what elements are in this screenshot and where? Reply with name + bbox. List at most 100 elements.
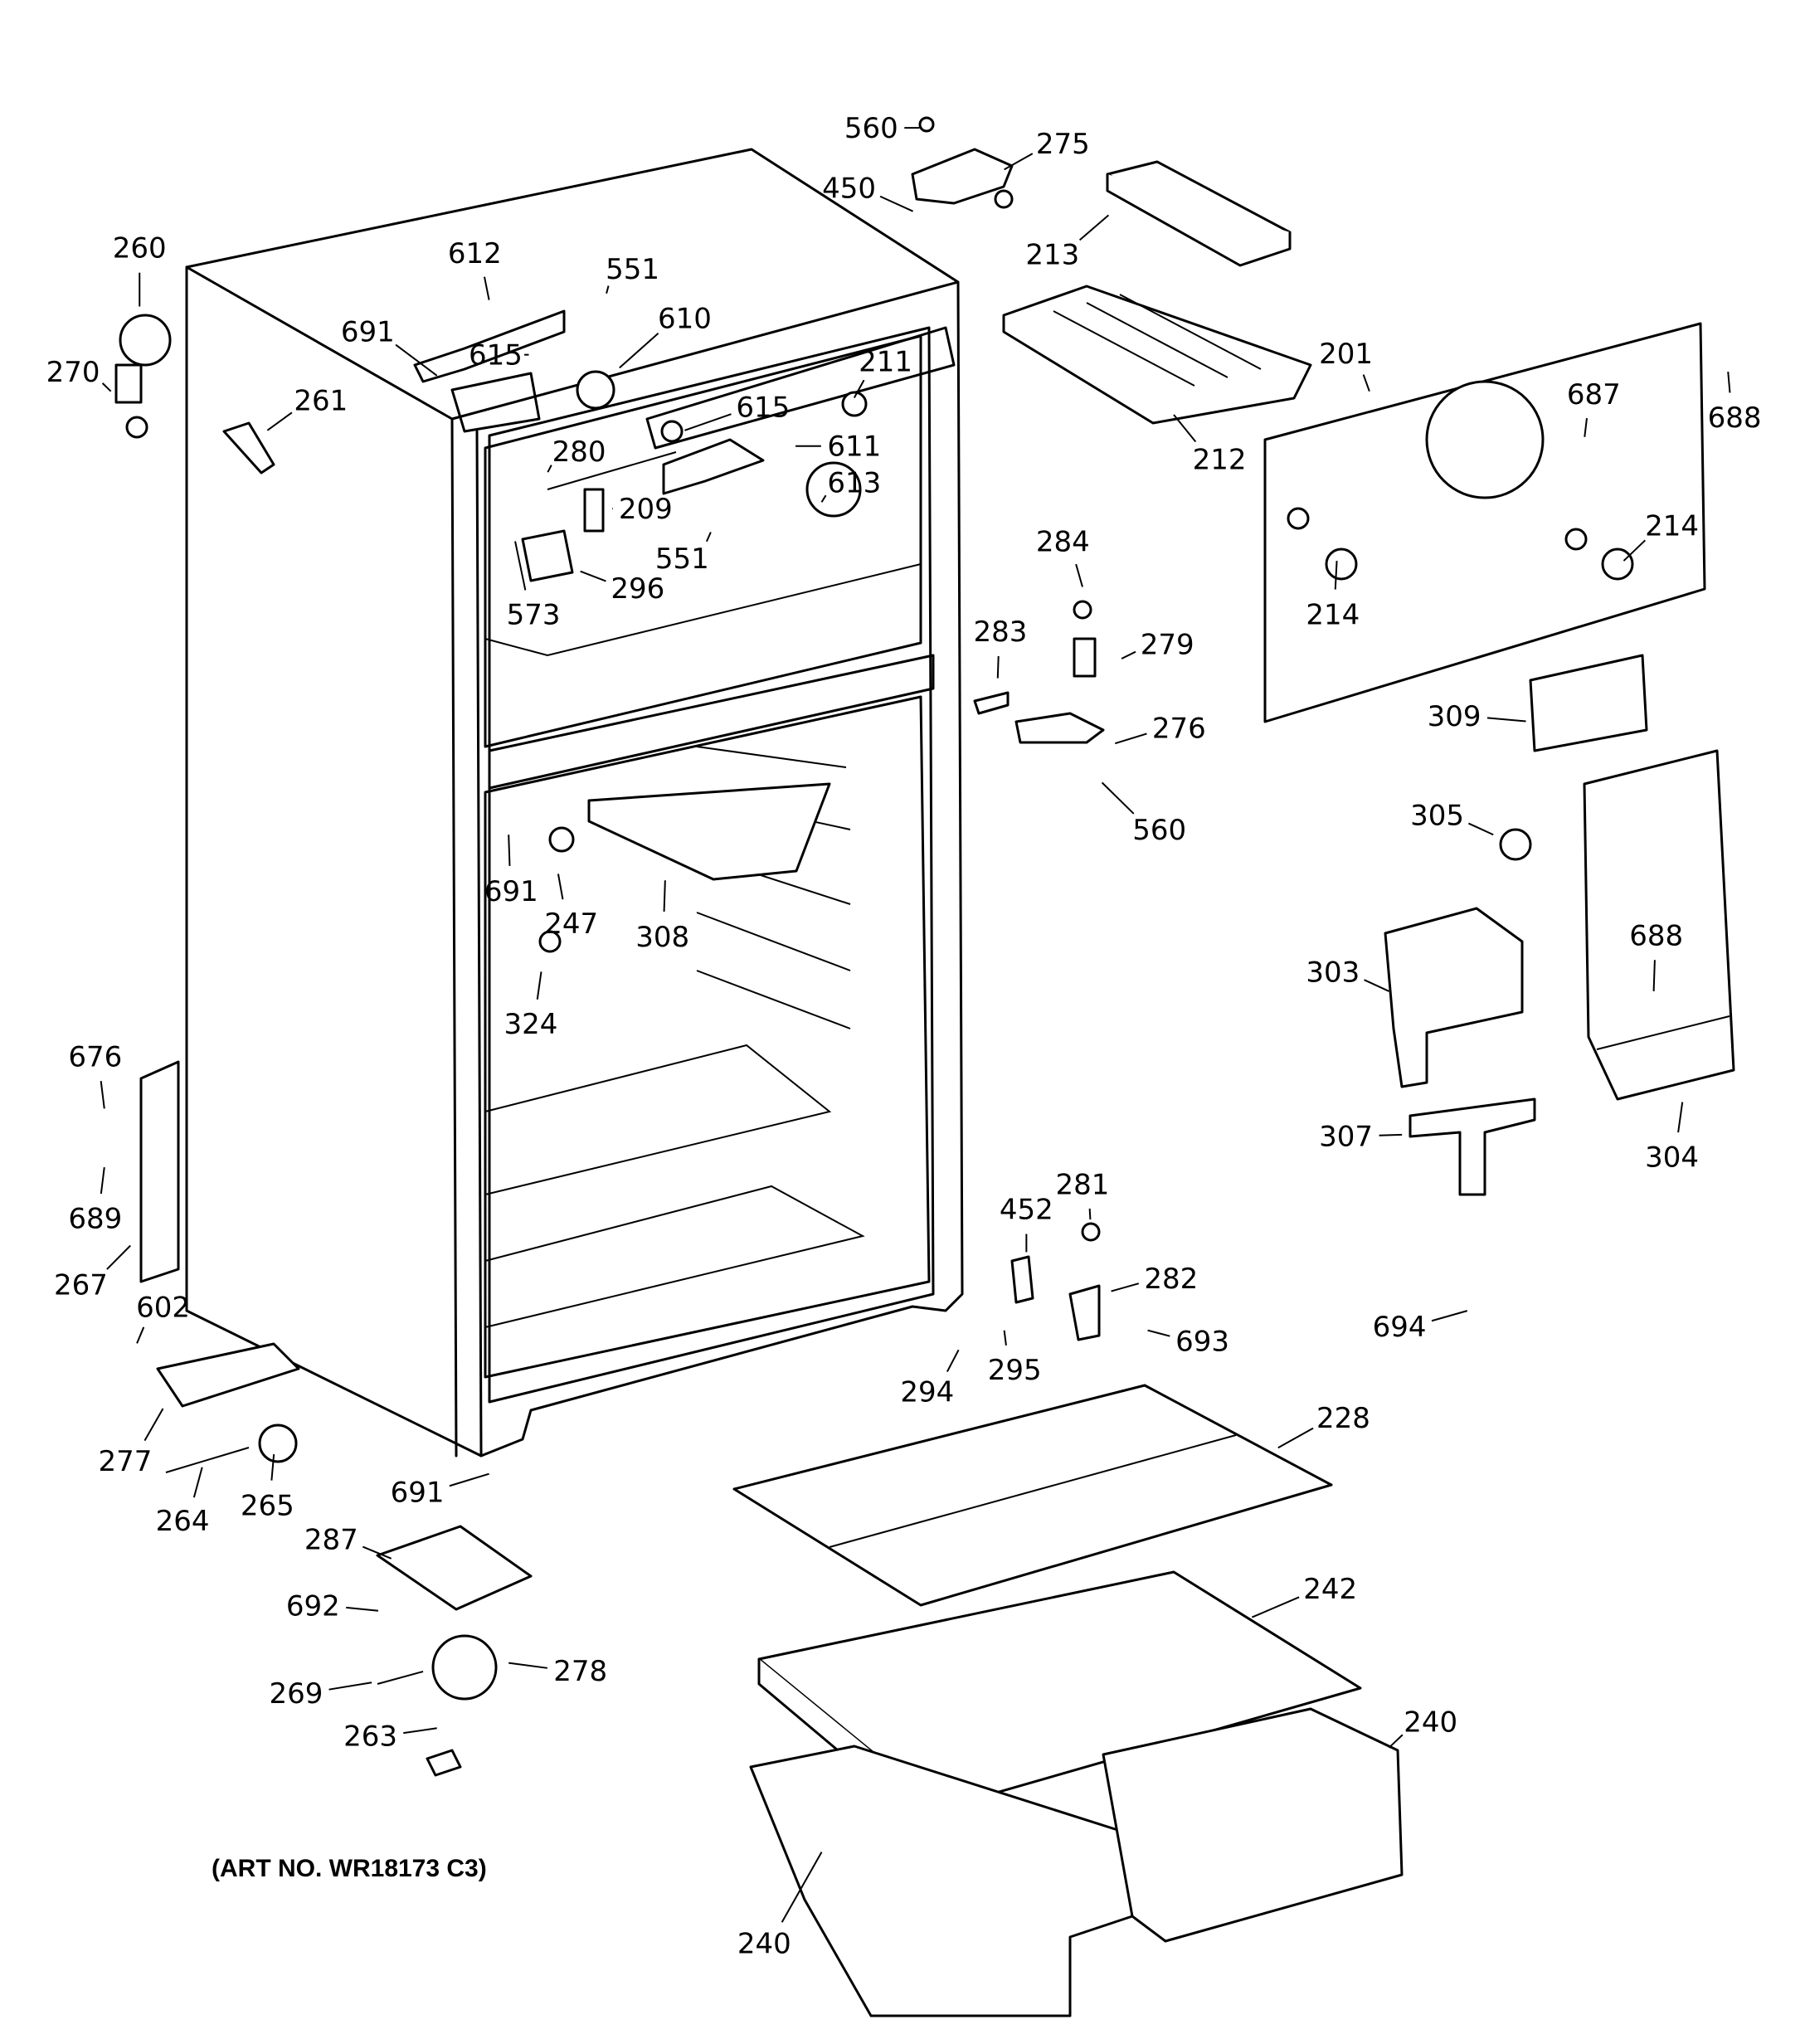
part-label-279: 279 xyxy=(1141,629,1194,662)
part-label-295: 295 xyxy=(988,1354,1042,1387)
leader-line-693 xyxy=(1147,1329,1170,1337)
leader-line-279 xyxy=(1121,650,1136,659)
part-label-551b: 551 xyxy=(655,543,709,576)
leader-line-691c xyxy=(449,1472,489,1487)
part-label-305: 305 xyxy=(1410,800,1464,833)
part-label-214a: 214 xyxy=(1306,599,1360,632)
leader-line-296 xyxy=(580,570,606,582)
leader-lines xyxy=(100,127,1731,1923)
part-label-209: 209 xyxy=(619,493,673,526)
leader-line-694 xyxy=(1431,1310,1468,1322)
light-housing xyxy=(1384,907,1524,1088)
leader-line-213 xyxy=(1078,214,1110,241)
leader-line-613 xyxy=(820,494,827,503)
part-label-281: 281 xyxy=(1056,1169,1110,1202)
part-label-260: 260 xyxy=(113,232,167,265)
leader-line-560b xyxy=(1101,781,1135,815)
leader-line-283 xyxy=(996,655,1000,679)
part-label-452: 452 xyxy=(1000,1193,1053,1226)
part-label-278: 278 xyxy=(553,1655,607,1688)
leader-line-551b xyxy=(705,532,712,543)
part-label-265: 265 xyxy=(241,1489,294,1522)
leader-line-212 xyxy=(1173,414,1197,443)
leader-line-284 xyxy=(1075,563,1083,587)
part-label-688b: 688 xyxy=(1629,919,1683,952)
part-label-610: 610 xyxy=(658,303,712,336)
leader-line-275 xyxy=(1004,153,1034,171)
label-309-part xyxy=(1529,654,1648,752)
part-label-275: 275 xyxy=(1036,128,1090,161)
part-label-284: 284 xyxy=(1036,525,1090,558)
left-small-parts xyxy=(114,314,533,1777)
part-label-615b: 615 xyxy=(736,392,790,425)
part-label-692: 692 xyxy=(286,1589,340,1623)
part-label-450: 450 xyxy=(822,172,876,205)
part-label-694: 694 xyxy=(1373,1311,1427,1344)
thermostat-knob xyxy=(1499,828,1532,861)
leader-line-240b xyxy=(1388,1734,1404,1749)
leader-line-308 xyxy=(663,880,666,912)
part-label-264: 264 xyxy=(156,1505,210,1538)
leader-line-676 xyxy=(100,1080,105,1109)
part-label-240a: 240 xyxy=(737,1928,791,1961)
leader-line-573 xyxy=(514,541,527,591)
leader-line-691b xyxy=(508,835,511,866)
part-label-283: 283 xyxy=(973,616,1027,649)
leader-line-281 xyxy=(1088,1208,1092,1220)
part-label-687: 687 xyxy=(1567,378,1621,411)
leader-line-270 xyxy=(101,382,112,392)
leader-line-688b xyxy=(1652,960,1656,991)
part-label-261: 261 xyxy=(294,385,348,418)
leader-line-228 xyxy=(1277,1427,1314,1449)
part-label-611: 611 xyxy=(827,431,881,464)
leader-line-240a xyxy=(781,1852,823,1923)
drawing-artwork xyxy=(114,116,1735,2017)
leader-line-201 xyxy=(1362,374,1370,392)
leader-line-602 xyxy=(136,1326,145,1344)
leader-line-276 xyxy=(1114,732,1147,745)
leader-line-214a xyxy=(1334,561,1338,590)
part-label-280: 280 xyxy=(552,436,606,469)
leader-line-267 xyxy=(106,1244,131,1270)
leader-line-551a xyxy=(606,285,610,294)
part-label-282: 282 xyxy=(1144,1263,1198,1296)
leader-line-687 xyxy=(1584,418,1588,437)
top-hinge xyxy=(911,116,1014,209)
cabinet xyxy=(185,148,964,1458)
leader-line-303 xyxy=(1364,979,1389,992)
leader-line-295 xyxy=(1003,1330,1007,1346)
leader-line-214b xyxy=(1623,539,1647,562)
part-label-676: 676 xyxy=(68,1041,122,1074)
part-label-201: 201 xyxy=(1319,338,1373,371)
leader-line-277 xyxy=(144,1408,164,1442)
leader-line-304 xyxy=(1677,1102,1684,1133)
part-label-693: 693 xyxy=(1175,1325,1229,1358)
part-label-270: 270 xyxy=(46,356,100,389)
control-housing xyxy=(1583,749,1735,1101)
part-label-240b: 240 xyxy=(1404,1706,1457,1739)
part-label-613: 613 xyxy=(827,467,881,500)
art-number: (ART NO. WR18173 C3) xyxy=(212,1855,487,1882)
leader-line-689 xyxy=(100,1167,105,1195)
part-label-573: 573 xyxy=(507,599,561,632)
part-label-228: 228 xyxy=(1316,1402,1370,1435)
leader-line-294 xyxy=(946,1349,960,1373)
part-label-324: 324 xyxy=(504,1008,557,1041)
part-label-247: 247 xyxy=(544,908,598,941)
leader-line-261 xyxy=(266,411,293,431)
part-label-691a: 691 xyxy=(341,315,395,348)
leader-line-691a xyxy=(395,343,438,377)
leader-line-282 xyxy=(1111,1282,1140,1292)
part-label-212: 212 xyxy=(1193,443,1247,476)
part-label-269: 269 xyxy=(269,1677,323,1711)
part-label-294: 294 xyxy=(900,1376,954,1409)
leader-line-692 xyxy=(346,1606,379,1612)
leader-line-280 xyxy=(547,465,552,473)
part-label-615a: 615 xyxy=(469,339,523,372)
leader-line-264 xyxy=(192,1467,203,1498)
crisper-drawers xyxy=(749,1707,1404,2017)
leader-line-278 xyxy=(508,1662,548,1669)
leader-line-324 xyxy=(536,971,542,1000)
